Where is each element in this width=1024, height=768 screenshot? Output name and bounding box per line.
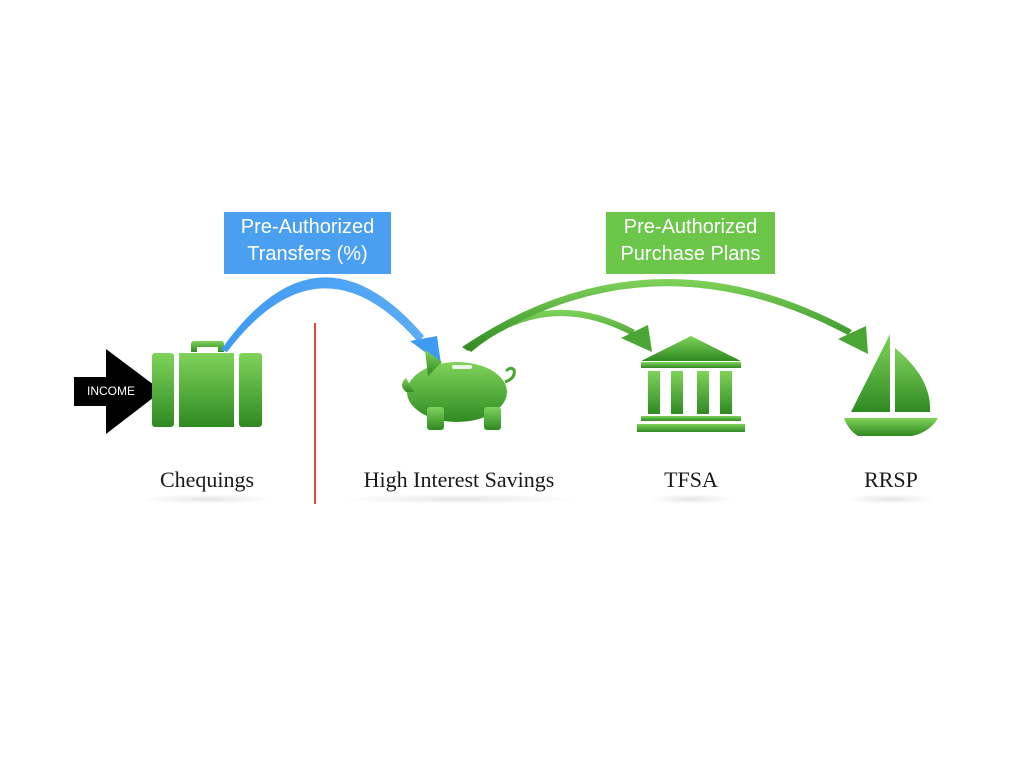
- purchase-box-line1: Pre-Authorized: [623, 216, 758, 238]
- income-arrow-icon: [74, 349, 162, 434]
- account-label-rrsp: RRSP: [864, 467, 918, 492]
- piggy-bank-icon: [402, 350, 516, 430]
- account-label-chequings: Chequings: [159, 467, 255, 492]
- purchase-box-line2: Purchase Plans: [620, 243, 761, 265]
- purchase-arrow-rrsp: [462, 278, 868, 354]
- account-label-savings: High Interest Savings: [363, 467, 555, 492]
- label-shadow: [648, 494, 734, 504]
- transfers-box-line1: Pre-Authorized: [240, 216, 375, 238]
- transfers-box: Pre-Authorized Transfers (%): [224, 212, 391, 274]
- label-shadow: [140, 494, 274, 504]
- income-label: INCOME: [87, 384, 135, 398]
- label-shadow: [340, 494, 578, 504]
- bank-building-icon: [637, 336, 745, 432]
- account-label-tfsa: TFSA: [664, 467, 718, 492]
- label-shadow: [845, 494, 937, 504]
- purchase-box: Pre-Authorized Purchase Plans: [606, 212, 775, 274]
- sailboat-icon: [844, 334, 938, 436]
- transfer-arrow: [221, 277, 441, 364]
- briefcase-icon: [152, 341, 262, 427]
- transfers-box-line2: Transfers (%): [247, 243, 368, 265]
